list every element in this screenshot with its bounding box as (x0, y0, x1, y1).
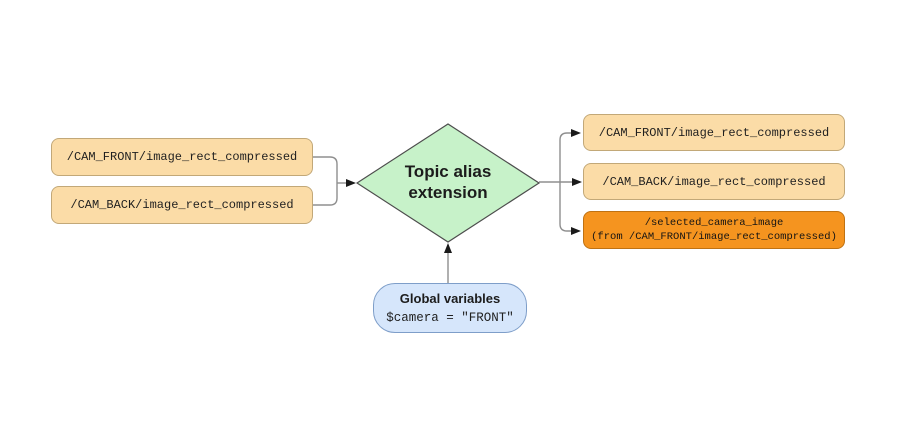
globals-node-title: Global variables (399, 291, 501, 306)
input-node-cam-back-label: /CAM_BACK/image_rect_compressed (70, 198, 294, 212)
arrowhead-output-back (572, 178, 582, 186)
connector-input-back (313, 183, 338, 206)
processor-diamond-label: Topic alias extension (404, 162, 492, 202)
connector-input-front (313, 156, 338, 183)
globals-node: Global variables $camera = "FRONT" (373, 283, 527, 333)
output-node-cam-front-label: /CAM_FRONT/image_rect_compressed (598, 125, 830, 140)
output-node-cam-front: /CAM_FRONT/image_rect_compressed (583, 114, 845, 151)
arrowhead-globals (444, 243, 452, 253)
input-node-cam-front: /CAM_FRONT/image_rect_compressed (51, 138, 313, 176)
input-node-cam-front-label: /CAM_FRONT/image_rect_compressed (66, 150, 298, 164)
output-node-selected-camera-label-line1: /selected_camera_image (644, 216, 784, 229)
globals-node-value: $camera = "FRONT" (386, 311, 514, 325)
output-node-cam-back-label: /CAM_BACK/image_rect_compressed (602, 174, 826, 189)
input-node-cam-back: /CAM_BACK/image_rect_compressed (51, 186, 313, 224)
connector-output-selected (559, 182, 571, 232)
connector-output-front (559, 132, 571, 182)
processor-diamond-shape (355, 123, 541, 243)
arrowhead-output-selected (571, 227, 581, 235)
arrowhead-output-front (571, 129, 581, 137)
output-node-cam-back: /CAM_BACK/image_rect_compressed (583, 163, 845, 200)
arrowhead-into-diamond-left (346, 179, 356, 187)
output-node-selected-camera: /selected_camera_image (from /CAM_FRONT/… (583, 211, 845, 249)
output-node-selected-camera-label-line2: (from /CAM_FRONT/image_rect_compressed) (591, 231, 837, 243)
